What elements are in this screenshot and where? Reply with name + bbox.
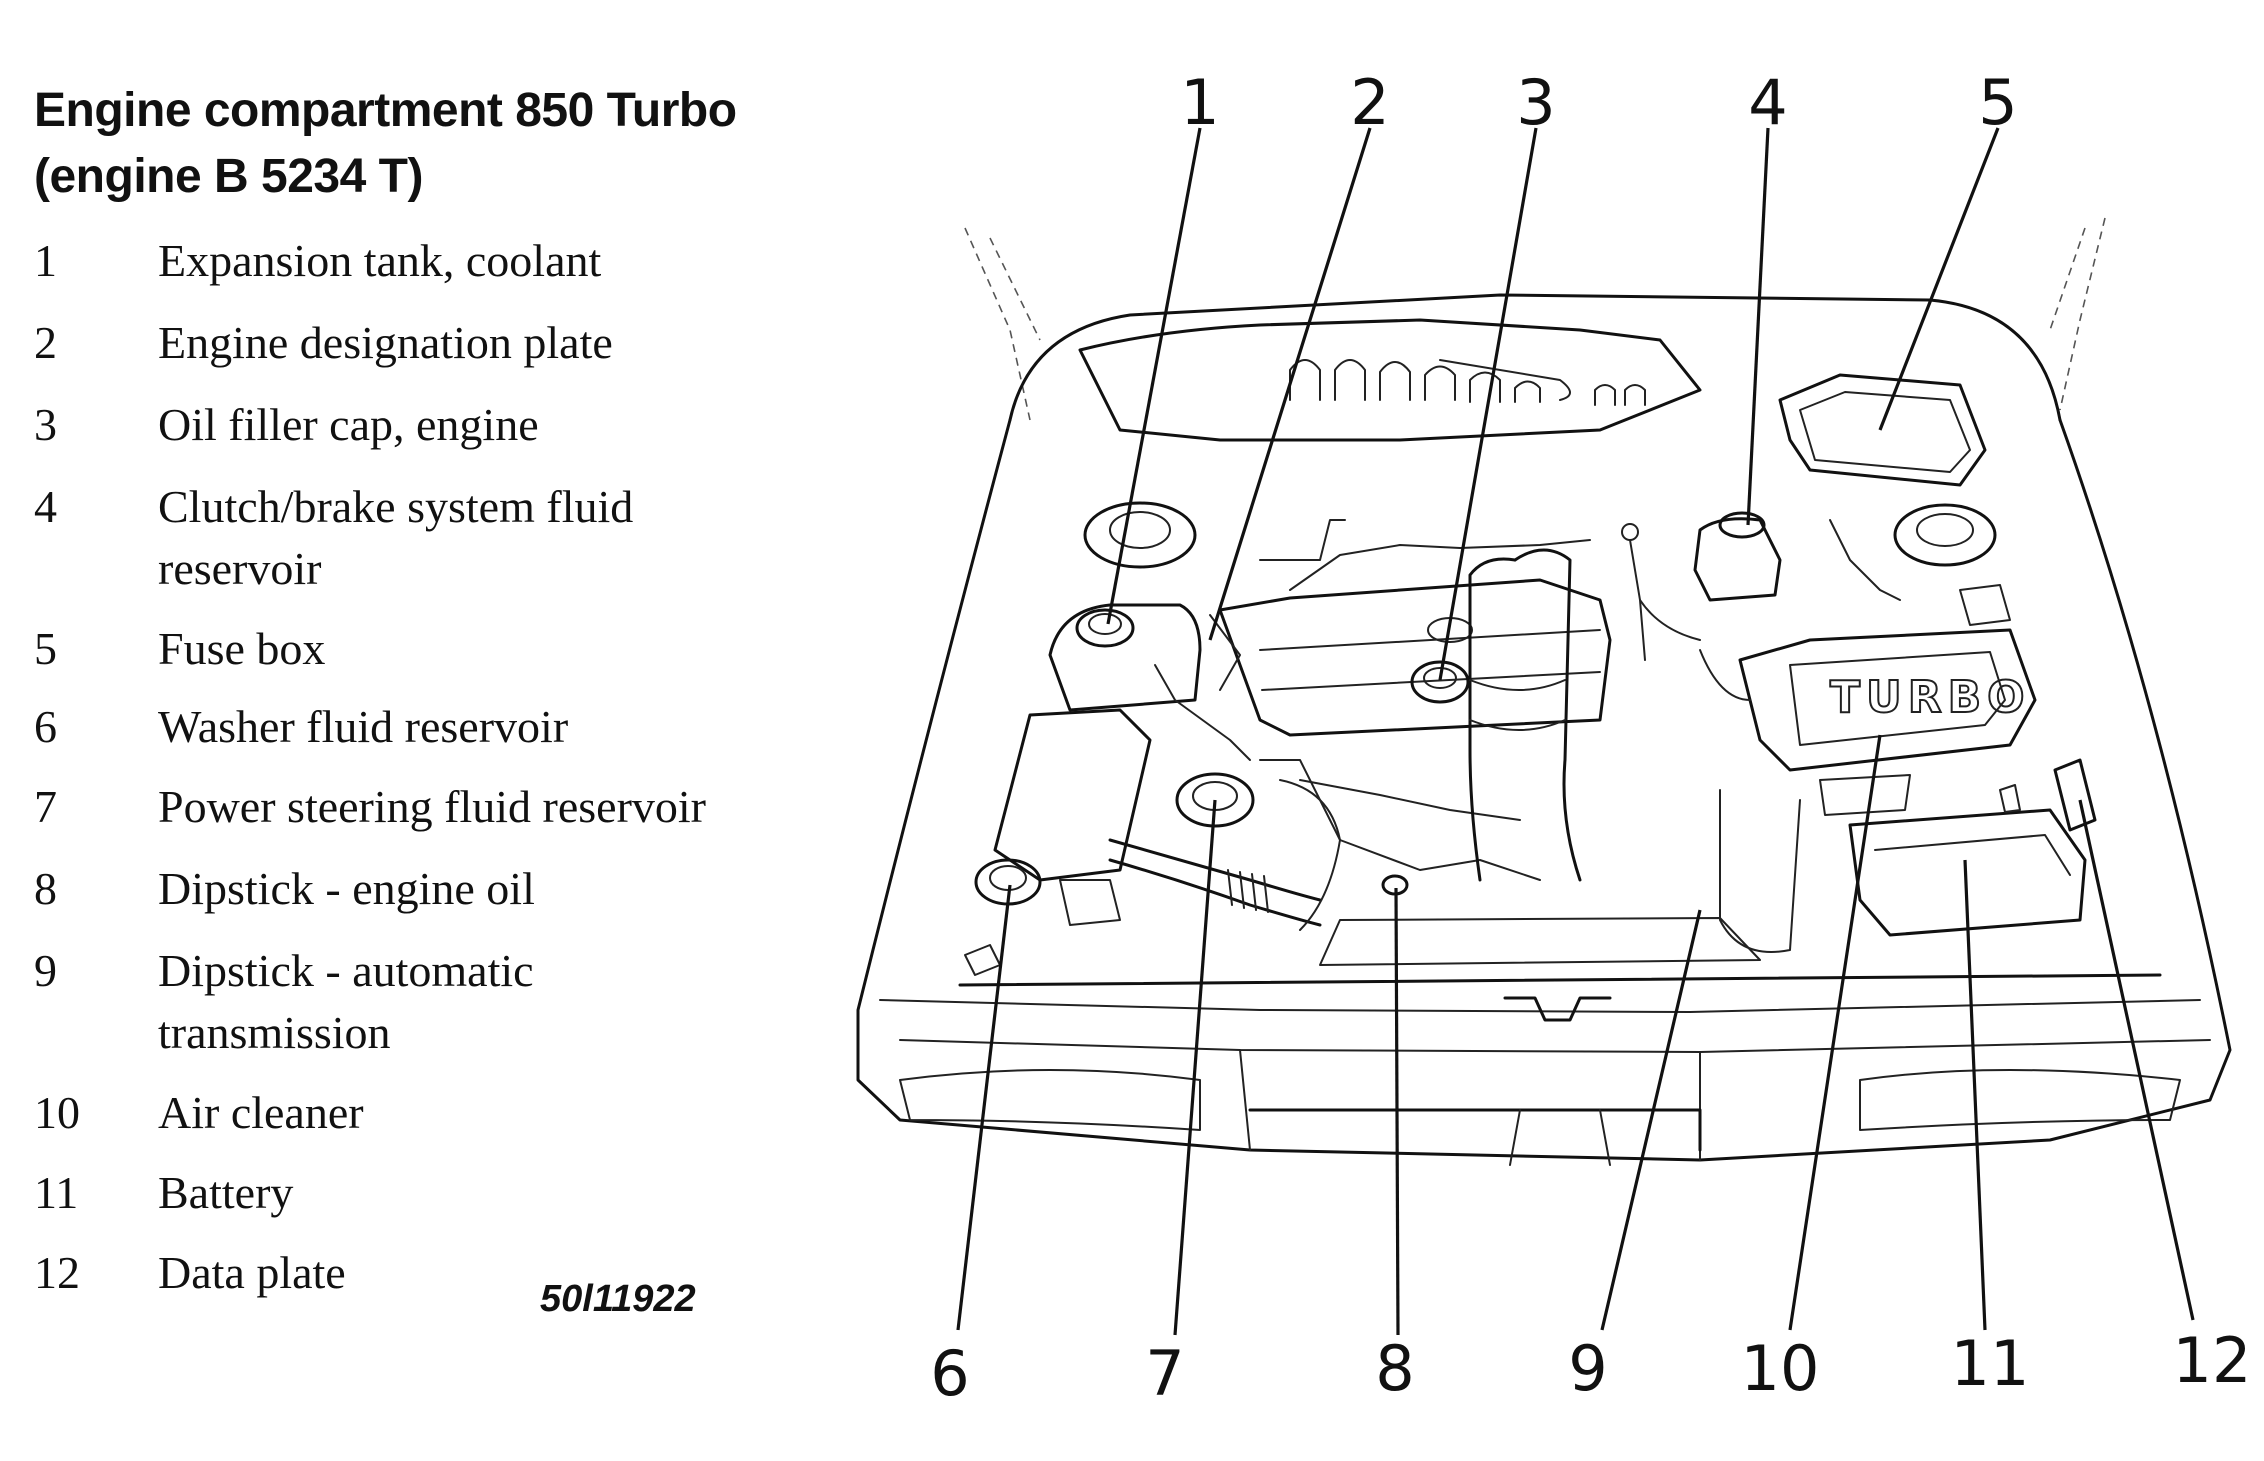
callout-11: 11 (1951, 1327, 2030, 1400)
legend-number: 12 (34, 1247, 80, 1298)
legend-number: 8 (34, 863, 57, 914)
legend-label: Power steering fluid reservoir (158, 781, 707, 832)
callout-7: 7 (1145, 1337, 1184, 1410)
air-cleaner-illustration: TURBO (1699, 628, 2037, 953)
callout-5: 5 (1978, 66, 2017, 139)
hood-outline (964, 217, 2106, 421)
legend-number: 9 (34, 945, 57, 996)
legend-label: Air cleaner (158, 1087, 364, 1138)
legend-number: 11 (34, 1167, 79, 1218)
leader-line-8 (1394, 887, 1400, 1336)
dipsticks-illustration (1381, 523, 1646, 896)
leader-line-10 (1788, 734, 1882, 1331)
callout-12: 12 (2173, 1324, 2252, 1397)
legend-number: 10 (34, 1087, 80, 1138)
legend-label: Dipstick - automatic (158, 945, 534, 996)
callout-6: 6 (930, 1337, 969, 1410)
legend-label: Dipstick - engine oil (158, 863, 535, 914)
page-title: Engine compartment 850 Turbo (engine B 5… (34, 78, 864, 210)
leader-line-4 (1746, 127, 1770, 526)
leader-line-5 (1878, 127, 2000, 431)
callout-9: 9 (1568, 1332, 1607, 1405)
right-strut-tower-illustration (1829, 503, 2011, 626)
leader-line-3 (1438, 127, 1538, 681)
legend-label: Washer fluid reservoir (158, 701, 569, 752)
leader-line-7 (1173, 799, 1217, 1336)
legend-number: 1 (34, 235, 57, 286)
leader-line-12 (2078, 799, 2195, 1321)
leader-line-6 (956, 884, 1012, 1331)
callout-2: 2 (1350, 66, 1389, 139)
legend-number: 6 (34, 701, 57, 752)
battery-illustration (1848, 784, 2087, 937)
callout-8: 8 (1375, 1332, 1414, 1405)
cowl-vents (1078, 318, 1702, 442)
callout-1: 1 (1180, 66, 1219, 139)
engine-block-illustration (1209, 519, 1612, 881)
callout-4: 4 (1748, 66, 1787, 139)
legend-label: Expansion tank, coolant (158, 235, 602, 286)
callout-3: 3 (1516, 66, 1555, 139)
legend-label: Oil filler cap, engine (158, 399, 539, 450)
legend-label: Fuse box (158, 623, 326, 674)
leader-line-9 (1600, 909, 1702, 1331)
legend-number: 2 (34, 317, 57, 368)
legend-label: reservoir (158, 543, 322, 594)
legend-number: 7 (34, 781, 57, 832)
legend-label: Clutch/brake system fluid (158, 481, 634, 532)
leader-line-2 (1208, 127, 1372, 641)
legend-label: Data plate (158, 1247, 346, 1298)
leader-lines (956, 127, 2195, 1336)
data-plate-illustration (2053, 758, 2097, 832)
car-body-outline (856, 293, 2232, 1166)
legend-label: Battery (158, 1167, 294, 1218)
callout-10: 10 (1741, 1332, 1820, 1405)
fuse-box-illustration (1778, 373, 1987, 487)
leader-line-1 (1106, 127, 1202, 625)
legend-number: 4 (34, 481, 57, 532)
legend-number: 3 (34, 399, 57, 450)
legend-number: 5 (34, 623, 57, 674)
callout-numbers: 1 2 3 4 5 6 7 8 9 10 11 12 (930, 66, 2251, 1410)
brake-fluid-reservoir-illustration (1639, 511, 1782, 641)
legend-label: transmission (158, 1007, 391, 1058)
expansion-tank-illustration (1048, 501, 1251, 761)
legend-label: Engine designation plate (158, 317, 613, 368)
leader-line-11 (1963, 859, 1987, 1331)
title-line-1: Engine compartment 850 Turbo (34, 84, 737, 137)
turbo-cover-text: TURBO (1830, 672, 2031, 723)
intake-pipe-illustration (1468, 548, 1582, 882)
title-line-2: (engine B 5234 T) (34, 150, 423, 203)
power-steering-reservoir-illustration (1108, 772, 1341, 931)
figure-code: 50l11922 (540, 1278, 696, 1320)
